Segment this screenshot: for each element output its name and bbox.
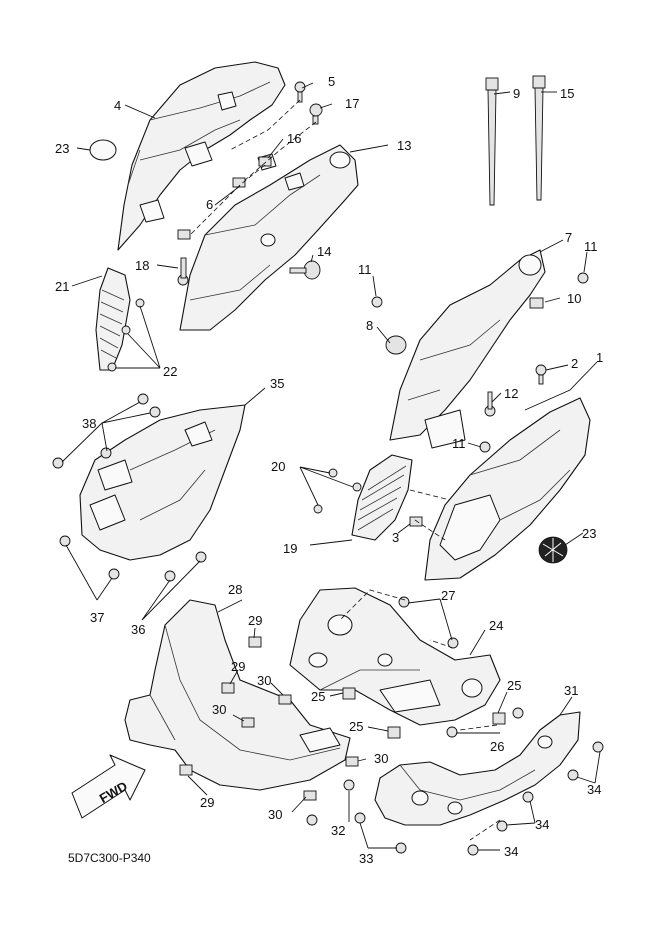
- callout-11b: 11: [358, 262, 372, 277]
- callout-labels: 4 5 17 16 13 23 6 18 14 21 22 9 15 7 11 …: [55, 74, 603, 866]
- part-35-lower-cowl-left: [79, 404, 246, 561]
- callout-30b: 30: [212, 702, 226, 717]
- callout-29a: 29: [248, 613, 262, 628]
- callout-29c: 29: [200, 795, 214, 810]
- part-23-emblem-round: [538, 536, 568, 564]
- callout-34a: 34: [587, 782, 601, 797]
- callout-23a: 23: [55, 141, 69, 156]
- callout-30c: 30: [374, 751, 388, 766]
- callout-23b: 23: [582, 526, 596, 541]
- callout-33: 33: [359, 851, 373, 866]
- callout-11a: 11: [584, 239, 598, 254]
- callout-29b: 29: [231, 659, 245, 674]
- callout-6: 6: [206, 197, 213, 212]
- callout-10: 10: [567, 291, 581, 306]
- callout-28: 28: [228, 582, 242, 597]
- callout-13: 13: [397, 138, 411, 153]
- callout-1: 1: [596, 350, 603, 365]
- callout-30a: 30: [257, 673, 271, 688]
- callout-25b: 25: [507, 678, 521, 693]
- callout-4: 4: [114, 98, 121, 113]
- part-9-cable-tie: [485, 77, 499, 206]
- callout-2: 2: [571, 356, 578, 371]
- callout-3: 3: [392, 530, 399, 545]
- assembly-dash-lines: [189, 99, 501, 841]
- part-19-grille: [351, 454, 413, 541]
- callout-38: 38: [82, 416, 96, 431]
- callout-37: 37: [90, 610, 104, 625]
- callout-14: 14: [317, 244, 331, 259]
- callout-8: 8: [366, 318, 373, 333]
- callout-27: 27: [441, 588, 455, 603]
- callout-11c: 11: [452, 436, 466, 451]
- part-4-upper-cover: [117, 61, 286, 251]
- callout-16: 16: [287, 131, 301, 146]
- callout-31: 31: [564, 683, 578, 698]
- callout-26: 26: [490, 739, 504, 754]
- part-13-inner-panel: [179, 144, 359, 331]
- callout-18: 18: [135, 258, 149, 273]
- callout-21: 21: [55, 279, 69, 294]
- callout-15: 15: [560, 86, 574, 101]
- part-28-undercowl: [124, 599, 351, 791]
- callout-5: 5: [328, 74, 335, 89]
- callout-34c: 34: [504, 844, 518, 859]
- part-15-cable-tie: [532, 75, 546, 201]
- callout-32: 32: [331, 823, 345, 838]
- diagram-code: 5D7C300-P340: [68, 851, 151, 865]
- callout-24: 24: [489, 618, 503, 633]
- part-31-undercowl-right: [374, 711, 581, 826]
- callout-7: 7: [565, 230, 572, 245]
- hardware: [52, 81, 604, 856]
- fwd-arrow: [71, 754, 146, 819]
- leader-lines: [61, 82, 601, 851]
- part-7-inner-panel-right: [389, 249, 546, 449]
- callout-12: 12: [504, 386, 518, 401]
- callout-34b: 34: [535, 817, 549, 832]
- callout-20: 20: [271, 459, 285, 474]
- callout-35: 35: [270, 376, 284, 391]
- callout-25a: 25: [311, 689, 325, 704]
- part-21-grille: [95, 267, 131, 371]
- part-24-lower-panel: [289, 587, 501, 726]
- part-23-emblem-oval: [89, 139, 117, 161]
- callout-17: 17: [345, 96, 359, 111]
- callout-36: 36: [131, 622, 145, 637]
- callout-30d: 30: [268, 807, 282, 822]
- callout-9: 9: [513, 86, 520, 101]
- callout-22: 22: [163, 364, 177, 379]
- callout-25c: 25: [349, 719, 363, 734]
- callout-19: 19: [283, 541, 297, 556]
